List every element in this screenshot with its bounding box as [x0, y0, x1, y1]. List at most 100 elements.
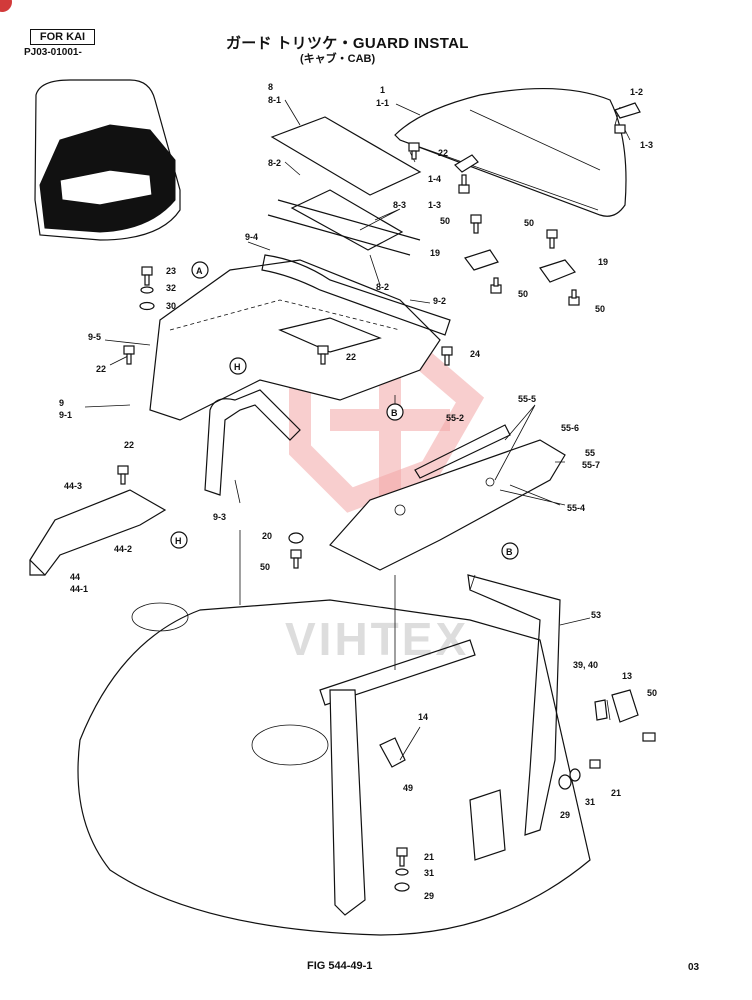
part-labels: 1 1-1 1-2 1-3 1-3 1-4 8 8-1 8-2 8-2 8-3 … [59, 82, 657, 901]
label-8-3: 8-3 [393, 200, 406, 210]
bolt-50-floor [290, 549, 302, 569]
label-31: 31 [585, 797, 595, 807]
watermark-text: VIHTEX [285, 613, 469, 665]
label-53: 53 [591, 610, 601, 620]
label-1-3: 1-3 [640, 140, 653, 150]
label-1: 1 [380, 85, 385, 95]
label-13: 13 [622, 671, 632, 681]
fastener-stack-21-31-29-right [558, 759, 601, 790]
bolt-50-lower-left [490, 277, 502, 294]
label-50: 50 [440, 216, 450, 226]
cable-14 [379, 737, 406, 768]
guard-frame-part-9 [149, 254, 451, 421]
label-14: 14 [418, 712, 428, 722]
bolt-50-right [546, 229, 558, 249]
label-1-2: 1-2 [630, 87, 643, 97]
label-30: 30 [166, 301, 176, 311]
label-24: 24 [470, 349, 480, 359]
label-29: 29 [424, 891, 434, 901]
svg-text:H: H [175, 536, 182, 546]
bracket-1-4 [454, 154, 479, 173]
page-number: 03 [688, 962, 700, 973]
page-title: ガード トリツケ・GUARD INSTAL [226, 35, 469, 52]
label-21: 21 [611, 788, 621, 798]
bolt-24 [441, 346, 453, 366]
label-8: 8 [268, 82, 273, 92]
label-44-1: 44-1 [70, 584, 88, 594]
label-8-2: 8-2 [376, 282, 389, 292]
cab-thumbnail [34, 79, 181, 241]
label-44-3: 44-3 [64, 481, 82, 491]
label-55-5: 55-5 [518, 394, 536, 404]
label-50: 50 [524, 218, 534, 228]
label-19: 19 [598, 257, 608, 267]
label-20: 20 [262, 531, 272, 541]
label-8-1: 8-1 [268, 95, 281, 105]
label-39-40: 39, 40 [573, 660, 598, 670]
label-55-7: 55-7 [582, 460, 600, 470]
label-55-6: 55-6 [561, 423, 579, 433]
label-9-2: 9-2 [433, 296, 446, 306]
label-55: 55 [585, 448, 595, 458]
svg-text:H: H [234, 362, 241, 372]
callout-b-upper: B [386, 403, 404, 421]
label-22: 22 [124, 440, 134, 450]
bracket-19-right [539, 259, 576, 283]
plate-part-8 [267, 116, 422, 256]
callout-b-lower: B [501, 542, 519, 560]
label-55-2: 55-2 [446, 413, 464, 423]
guard-canopy-part-1 [394, 87, 627, 217]
bolt-23-stack [139, 266, 155, 311]
label-29: 29 [560, 810, 570, 820]
label-23: 23 [166, 266, 176, 276]
handrail-part-9-3 [204, 389, 301, 496]
part-code: PJ03-01001- [24, 47, 82, 58]
svg-text:B: B [506, 547, 513, 557]
revolving-frame [77, 599, 591, 936]
svg-text:A: A [196, 266, 203, 276]
floor-plate-part-55 [329, 424, 566, 571]
bolt-22-left [123, 345, 135, 365]
svg-text:B: B [391, 408, 398, 418]
label-1-4: 1-4 [428, 174, 441, 184]
label-49: 49 [403, 783, 413, 793]
label-9: 9 [59, 398, 64, 408]
label-44: 44 [70, 572, 80, 582]
bolt-22-step [117, 465, 129, 485]
plate-39-40 [594, 699, 608, 721]
label-21: 21 [424, 852, 434, 862]
step-bracket-part-44 [29, 489, 167, 576]
bolt-22-center [317, 345, 329, 365]
label-9-3: 9-3 [213, 512, 226, 522]
corner-marker [0, 0, 12, 12]
bracket-13 [611, 689, 656, 742]
bolt-50-left [470, 214, 482, 234]
label-1-1: 1-1 [376, 98, 389, 108]
cab-column-part-53 [467, 574, 561, 836]
bolt-22-top [408, 142, 420, 160]
variant-box: FOR KAI [30, 29, 95, 45]
callout-h-upper: H [229, 357, 247, 375]
label-22: 22 [346, 352, 356, 362]
callout-a: A [191, 261, 209, 279]
label-9-1: 9-1 [59, 410, 72, 420]
callout-h-lower: H [170, 531, 188, 549]
label-1-3: 1-3 [428, 200, 441, 210]
label-50: 50 [595, 304, 605, 314]
bracket-1-2 [614, 102, 641, 134]
figure-number: FIG 544-49-1 [307, 960, 373, 972]
bolt-1-3-bottom [458, 174, 470, 194]
label-19: 19 [430, 248, 440, 258]
cap-20 [288, 532, 304, 544]
label-31: 31 [424, 868, 434, 878]
label-9-4: 9-4 [245, 232, 258, 242]
label-44-2: 44-2 [114, 544, 132, 554]
label-9-5: 9-5 [88, 332, 101, 342]
label-22: 22 [96, 364, 106, 374]
label-22: 22 [438, 148, 448, 158]
bolt-50-lower-right [568, 289, 580, 306]
fastener-stack-21-31-29-bottom [394, 847, 410, 892]
label-50: 50 [647, 688, 657, 698]
page-subtitle: (キャブ・CAB) [300, 53, 376, 65]
